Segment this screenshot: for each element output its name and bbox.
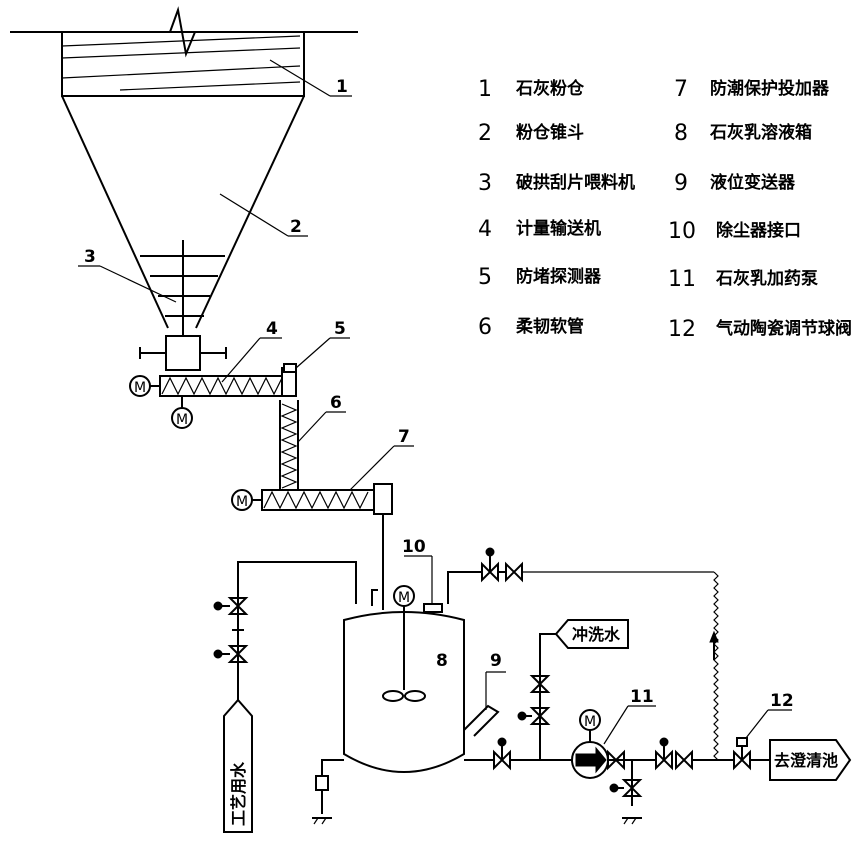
svg-text:6: 6 (330, 393, 342, 413)
legend-item-8: 8 石灰乳溶液箱 (674, 121, 812, 146)
svg-text:除尘器接口: 除尘器接口 (716, 220, 801, 241)
to-clarifier-label: 去澄清池 (774, 751, 838, 770)
lime-powder-silo (10, 6, 358, 97)
legend-item-10: 10 除尘器接口 (668, 219, 801, 244)
motor-doser: M (231, 489, 253, 511)
svg-text:11: 11 (668, 267, 696, 292)
motor-pump: M (579, 709, 601, 731)
svg-text:液位变送器: 液位变送器 (710, 172, 796, 193)
svg-text:4: 4 (478, 217, 492, 242)
lime-milk-tank (343, 589, 465, 773)
pump-discharge-line (464, 730, 852, 825)
svg-text:防潮保护投加器: 防潮保护投加器 (710, 78, 830, 99)
callout-3: 3 (78, 247, 177, 303)
level-transmitter (463, 704, 500, 737)
svg-text:1: 1 (478, 77, 492, 102)
svg-text:防堵探测器: 防堵探测器 (516, 266, 602, 287)
svg-text:9: 9 (674, 171, 688, 196)
callout-5: 5 (295, 319, 350, 369)
callout-1: 1 (269, 59, 352, 97)
process-water-label: 工艺用水 (229, 761, 248, 826)
svg-text:3: 3 (84, 247, 96, 267)
svg-text:6: 6 (478, 315, 492, 340)
svg-text:M: M (584, 714, 596, 730)
svg-text:石灰乳溶液箱: 石灰乳溶液箱 (709, 122, 812, 143)
svg-text:12: 12 (770, 691, 794, 711)
callout-8: 8 (436, 651, 448, 671)
flexible-hose (279, 400, 299, 490)
callout-6: 6 (297, 393, 346, 443)
legend-item-4: 4 计量输送机 (478, 217, 601, 242)
svg-text:M: M (134, 380, 146, 396)
callout-12: 12 (745, 691, 794, 739)
svg-text:5: 5 (334, 319, 346, 339)
svg-text:7: 7 (398, 427, 410, 447)
svg-text:石灰乳加药泵: 石灰乳加药泵 (715, 268, 818, 289)
motor-conveyor: M (171, 407, 193, 429)
tank-drain (312, 759, 344, 825)
svg-text:M: M (398, 590, 410, 606)
callout-9: 9 (485, 651, 506, 710)
legend-item-3: 3 破拱刮片喂料机 (478, 171, 635, 196)
dust-collector-line (447, 547, 719, 761)
legend-item-12: 12 气动陶瓷调节球阀 (668, 317, 852, 342)
svg-text:M: M (176, 412, 188, 428)
svg-text:计量输送机: 计量输送机 (516, 218, 601, 239)
legend-item-11: 11 石灰乳加药泵 (668, 267, 818, 292)
svg-text:8: 8 (436, 651, 448, 671)
legend: 1 石灰粉仓 2 粉仓锥斗 3 破拱刮片喂料机 4 计量输送机 5 防堵探测器 … (478, 77, 852, 342)
motor-feeder: M (129, 375, 151, 397)
svg-text:粉仓锥斗: 粉仓锥斗 (516, 122, 584, 143)
arch-breaker-feeder (139, 240, 227, 371)
svg-text:气动陶瓷调节球阀: 气动陶瓷调节球阀 (715, 318, 852, 339)
metering-screw-conveyor (148, 367, 297, 408)
blockage-detector (283, 363, 297, 373)
callout-2: 2 (219, 193, 308, 237)
svg-text:2: 2 (290, 217, 302, 237)
callout-7: 7 (349, 427, 414, 491)
svg-text:4: 4 (266, 319, 278, 339)
svg-text:5: 5 (478, 265, 492, 290)
legend-item-6: 6 柔韧软管 (478, 315, 584, 340)
callout-4: 4 (221, 319, 282, 383)
svg-text:3: 3 (478, 171, 492, 196)
legend-item-7: 7 防潮保护投加器 (674, 77, 830, 102)
flush-water-line (517, 619, 629, 760)
callout-11: 11 (603, 687, 656, 745)
svg-text:11: 11 (630, 687, 654, 707)
flush-water-label: 冲洗水 (572, 625, 621, 644)
svg-text:柔韧软管: 柔韧软管 (516, 316, 584, 337)
legend-item-1: 1 石灰粉仓 (478, 77, 585, 102)
moisture-proof-doser (250, 483, 393, 610)
svg-text:9: 9 (490, 651, 502, 671)
svg-text:M: M (236, 494, 248, 510)
svg-text:石灰粉仓: 石灰粉仓 (515, 78, 585, 99)
svg-text:12: 12 (668, 317, 696, 342)
motor-mixer: M (393, 585, 415, 607)
svg-text:7: 7 (674, 77, 688, 102)
svg-text:10: 10 (668, 219, 696, 244)
svg-text:破拱刮片喂料机: 破拱刮片喂料机 (516, 172, 635, 193)
callout-10: 10 (402, 537, 433, 604)
svg-text:10: 10 (402, 537, 426, 557)
svg-text:8: 8 (674, 121, 688, 146)
svg-text:1: 1 (336, 77, 348, 97)
svg-text:2: 2 (478, 121, 492, 146)
legend-item-2: 2 粉仓锥斗 (478, 121, 584, 146)
legend-item-5: 5 防堵探测器 (478, 265, 602, 290)
legend-item-9: 9 液位变送器 (674, 171, 796, 196)
process-water-line (213, 561, 357, 833)
